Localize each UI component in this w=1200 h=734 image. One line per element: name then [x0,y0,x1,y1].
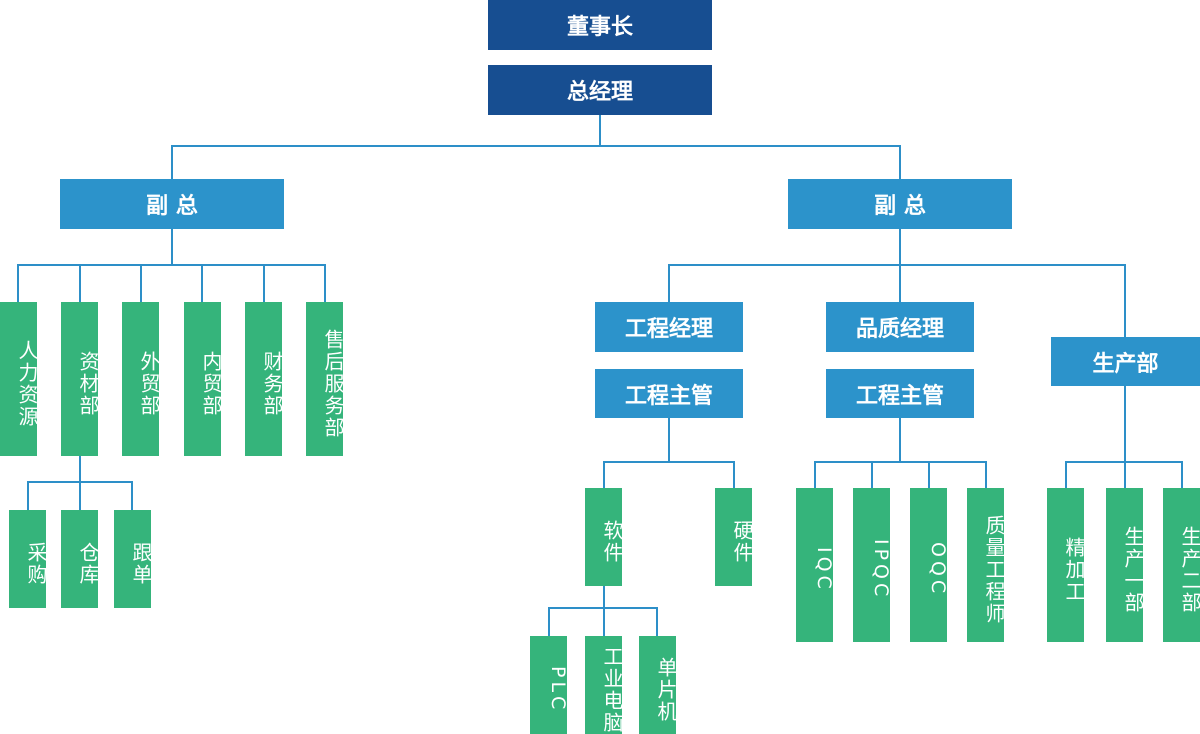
eng-hardware: 硬件 [715,488,754,586]
dept-finance: 财务部 [245,302,284,456]
production-dept-box: 生产部 [1051,337,1200,386]
quality-engineer: 质量工程师 [967,488,1006,642]
software-industrial-pc: 工业电脑 [585,636,624,734]
quality-oqc: OQC [910,488,949,642]
dept-foreign-trade: 外贸部 [122,302,161,456]
quality-supervisor-box: 工程主管 [826,369,974,418]
vice-president-right-box: 副 总 [788,179,1012,229]
dept-after-sales: 售后服务部 [306,302,345,456]
quality-iqc: IQC [796,488,835,642]
quality-ipqc: IPQC [853,488,892,642]
production-finishing: 精加工 [1047,488,1086,642]
production-unit-2: 生产二部 [1163,488,1200,642]
quality-manager-box: 品质经理 [826,302,974,352]
software-mcu: 单片机 [639,636,678,734]
production-unit-1: 生产一部 [1106,488,1145,642]
dept-human-resources: 人力资源 [0,302,39,456]
materials-order-follow-up: 跟单 [114,510,153,608]
chairman-box: 董事长 [488,0,712,50]
materials-warehouse: 仓库 [61,510,100,608]
engineering-supervisor-box: 工程主管 [595,369,743,418]
vice-president-left-box: 副 总 [60,179,284,229]
software-plc: PLC [530,636,569,734]
general-manager-box: 总经理 [488,65,712,115]
engineering-manager-box: 工程经理 [595,302,743,352]
dept-materials: 资材部 [61,302,100,456]
dept-domestic-trade: 内贸部 [184,302,223,456]
eng-software: 软件 [585,488,624,586]
materials-purchasing: 采购 [9,510,48,608]
